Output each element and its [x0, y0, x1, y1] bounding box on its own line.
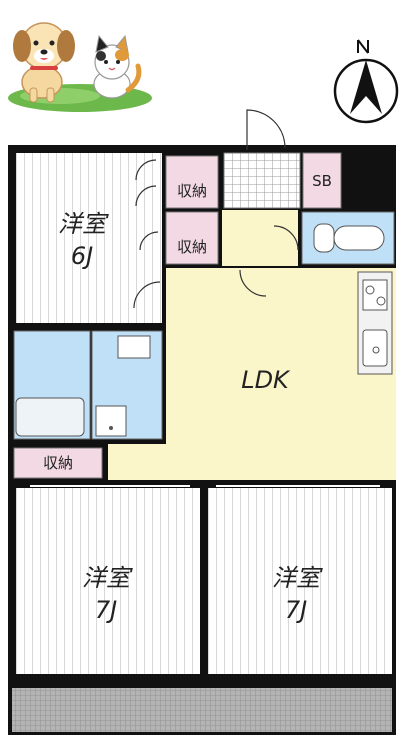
- room-7j-left-name: 洋室: [82, 564, 130, 592]
- ldk-floor: [108, 268, 396, 480]
- closet-top: [165, 155, 219, 209]
- closet-top-label: 収納: [176, 182, 207, 200]
- ldk-label: LDK: [241, 366, 289, 394]
- closet-mid: [165, 211, 219, 265]
- western-room-7j-right: [208, 488, 392, 674]
- compass: [333, 39, 399, 124]
- dog-figure: [13, 22, 75, 103]
- washing-machine-space: [95, 405, 127, 437]
- western-room-6j: [16, 153, 162, 323]
- pet-illustration: [8, 22, 152, 112]
- ldk-door: [239, 269, 267, 297]
- compass-north-label: N: [392, 50, 393, 52]
- entrance: [223, 152, 301, 209]
- toilet-door: [273, 225, 299, 251]
- closet-door-a: [135, 159, 157, 181]
- room-7j-left-size: 7J: [94, 596, 118, 624]
- western-room-7j-left: [16, 488, 200, 674]
- shoe-box-label: SB: [312, 172, 332, 190]
- room-6j-door: [133, 281, 161, 309]
- bathtub: [15, 397, 85, 437]
- balcony: [12, 688, 392, 732]
- toilet-bowl: [333, 225, 385, 251]
- room-6j-size: 6J: [70, 242, 94, 270]
- hallway: [222, 210, 298, 266]
- closet-bottom: [13, 447, 103, 479]
- room-7j-right-size: 7J: [284, 596, 308, 624]
- cat-figure: [93, 34, 142, 99]
- closet-door-c: [139, 231, 159, 251]
- stove: [362, 279, 388, 311]
- room-7j-right-name: 洋室: [272, 564, 320, 592]
- kitchen-sink: [362, 329, 388, 367]
- closet-door-b: [135, 185, 157, 207]
- closet-mid-label: 収納: [176, 238, 207, 256]
- entrance-door: [246, 109, 286, 150]
- door-swings: [133, 109, 299, 309]
- closet-bottom-label: 収納: [42, 454, 73, 472]
- shoe-box: [302, 152, 342, 209]
- wash-basin: [117, 335, 151, 359]
- toilet-tank: [313, 223, 335, 253]
- room-6j-name: 洋室: [58, 210, 106, 238]
